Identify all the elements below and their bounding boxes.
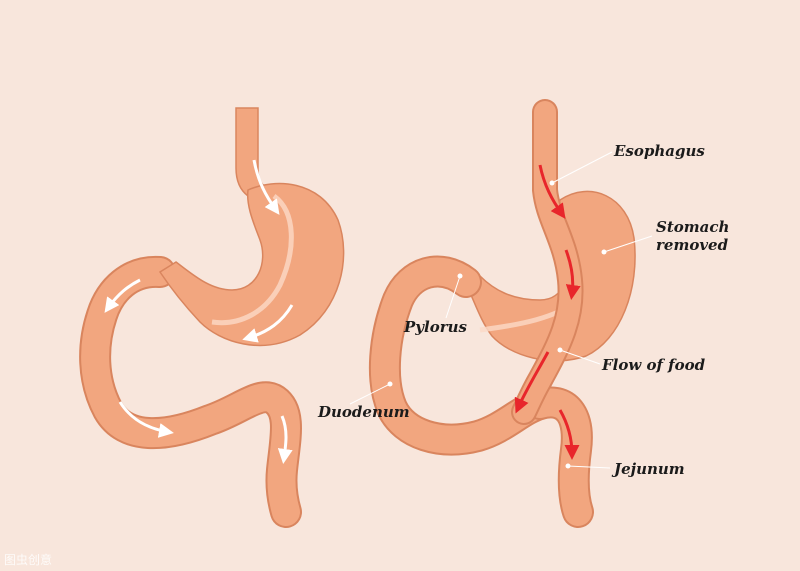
dot-duodenum <box>387 381 393 387</box>
normal-flow-arrow-5 <box>277 415 293 464</box>
leader-stomach-removed <box>603 235 653 253</box>
normal-flow-arrow-4 <box>118 401 174 438</box>
dot-esophagus <box>549 180 555 186</box>
label-stomach-removed-line2: removed <box>656 236 729 254</box>
dot-pylorus <box>457 273 463 279</box>
leader-flow-of-food <box>559 349 601 365</box>
leader-duodenum <box>349 383 391 405</box>
leader-jejunum <box>567 465 611 469</box>
label-stomach-removed-line1: Stomach <box>656 218 730 236</box>
label-pylorus: Pylorus <box>404 318 467 336</box>
label-jejunum: Jejunum <box>614 460 685 478</box>
normal-flow-arrow-3 <box>104 278 141 313</box>
normal-flow-arrow-1 <box>252 159 280 215</box>
normal-stomach-lining <box>211 193 294 326</box>
leader-esophagus <box>551 151 613 184</box>
flow-arrow-red-1 <box>538 164 566 219</box>
flow-arrow-red-4 <box>558 409 580 460</box>
label-esophagus: Esophagus <box>614 142 705 160</box>
normal-esophagus <box>235 107 273 197</box>
dot-jejunum <box>565 463 571 469</box>
watermark: 图虫创意 <box>4 553 53 567</box>
label-duodenum: Duodenum <box>318 403 410 421</box>
label-flow-of-food: Flow of food <box>602 356 706 374</box>
normal-stomach <box>158 182 345 347</box>
normal-flow-arrow-2 <box>242 304 294 343</box>
flow-arrow-red-3 <box>514 351 550 414</box>
bypass-duodenum <box>370 257 554 454</box>
dot-flow-of-food <box>557 347 563 353</box>
roux-limb <box>513 101 582 423</box>
leader-lines <box>349 151 653 469</box>
leader-pylorus <box>445 275 461 319</box>
bypass-anatomy <box>349 99 653 528</box>
normal-anatomy <box>79 107 345 528</box>
dot-stomach-removed <box>601 249 607 255</box>
flow-arrow-red-2 <box>564 249 581 300</box>
leader-dots <box>387 180 607 469</box>
